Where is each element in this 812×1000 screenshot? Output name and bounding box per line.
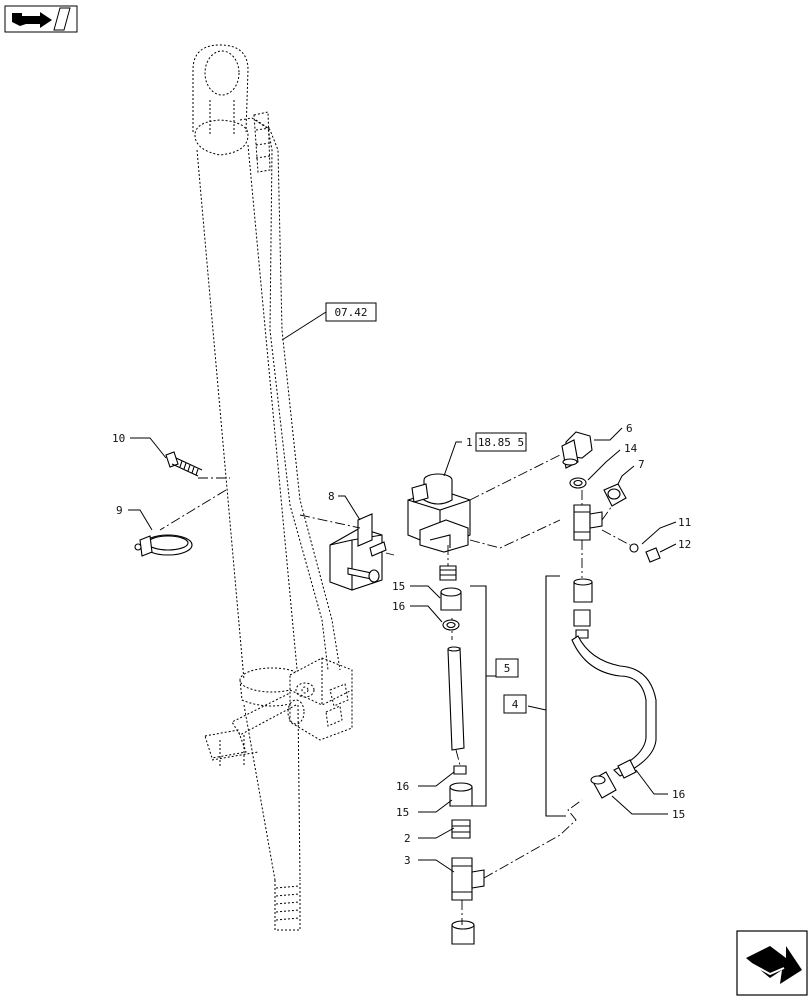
callout-6: 6 <box>626 422 633 435</box>
callout-15a: 15 <box>392 580 405 593</box>
callout-15c: 15 <box>672 808 685 821</box>
next-page-arrow-icon[interactable] <box>736 930 808 996</box>
right-fitting-stack: 6 14 7 11 12 16 <box>503 422 691 821</box>
reference-cylinder-label: 07.42 <box>334 306 367 319</box>
callout-16c: 16 <box>672 788 685 801</box>
callout-15b: 15 <box>396 806 409 819</box>
part-1-valve: 1 18.85 5 <box>407 432 527 553</box>
callout-14: 14 <box>624 442 638 455</box>
callout-1: 1 <box>466 436 473 449</box>
callout-4: 4 <box>512 698 519 711</box>
callout-8: 8 <box>328 490 335 503</box>
part-9-clamp: 9 <box>116 504 193 557</box>
callout-7: 7 <box>638 458 645 471</box>
callout-3: 3 <box>404 854 411 867</box>
part-10-bolt: 10 <box>112 432 203 477</box>
left-fitting-stack: 5 15 16 16 15 2 3 <box>392 545 519 945</box>
callout-12: 12 <box>678 538 691 551</box>
callout-9: 9 <box>116 504 123 517</box>
reference-box-cylinder: 07.42 <box>281 302 377 341</box>
callout-5: 5 <box>504 662 511 675</box>
callout-16b: 16 <box>396 780 409 793</box>
reference-valve-label: 18.85 5 <box>478 436 524 449</box>
book-arrow-icon[interactable] <box>4 5 78 33</box>
hydraulic-cylinder <box>192 44 353 931</box>
callout-11: 11 <box>678 516 691 529</box>
callout-2: 2 <box>404 832 411 845</box>
callout-10: 10 <box>112 432 125 445</box>
part-8-bracket: 8 <box>328 490 387 591</box>
callout-16a: 16 <box>392 600 405 613</box>
